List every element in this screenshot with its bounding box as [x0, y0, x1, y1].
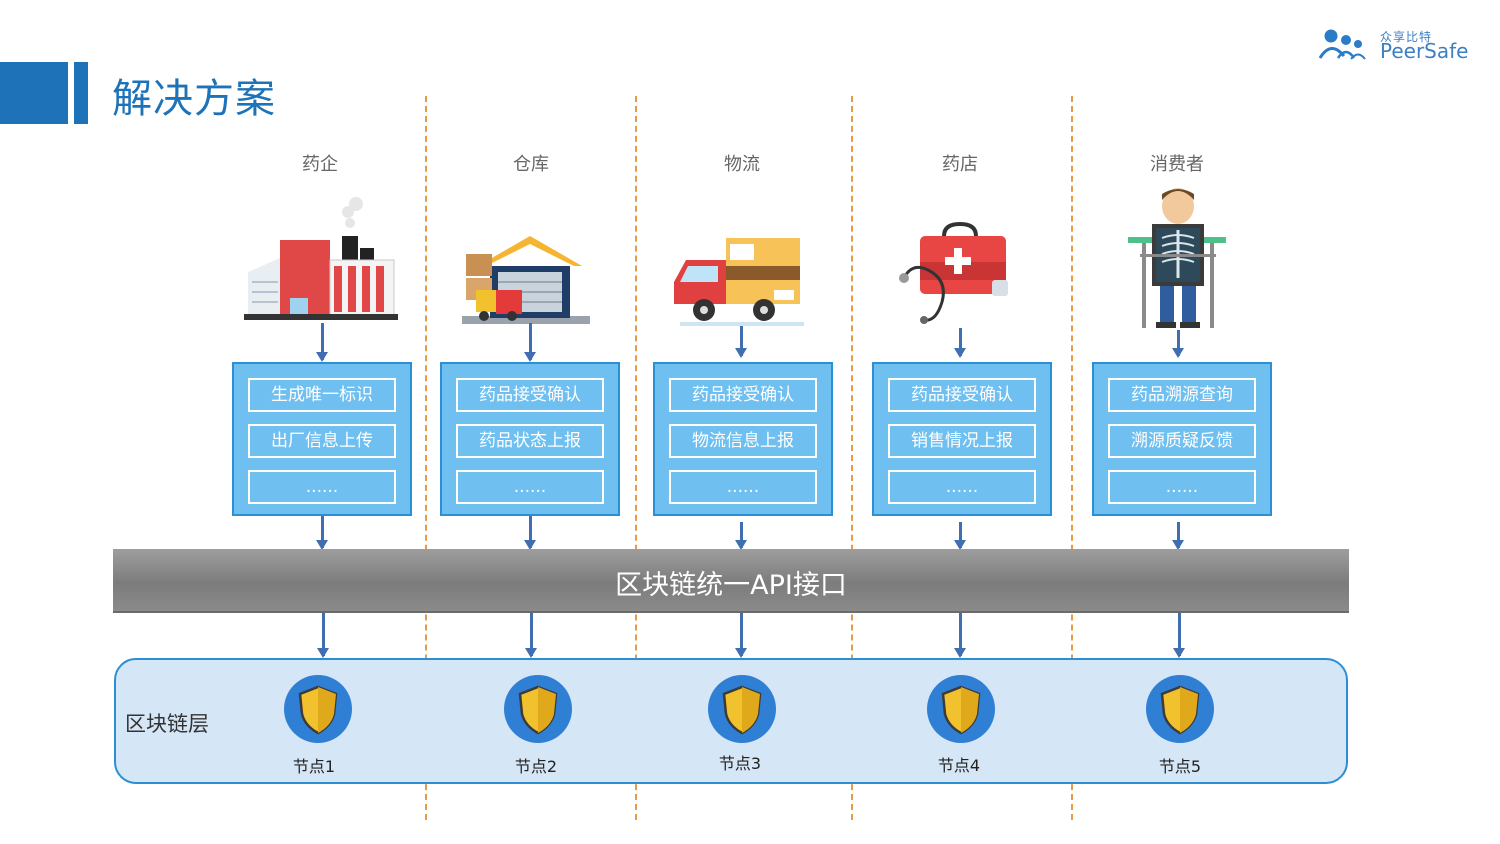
box-item: 物流信息上报	[669, 424, 817, 458]
box-item: 药品接受确认	[669, 378, 817, 412]
flow-arrow	[954, 328, 966, 358]
flow-arrow	[524, 516, 536, 550]
column-divider	[1071, 96, 1073, 820]
blockchain-layer-label: 区块链层	[125, 712, 209, 736]
node-shield-icon	[284, 675, 352, 743]
box-item: 药品接受确认	[888, 378, 1036, 412]
column-label-consumer: 消费者	[1150, 154, 1204, 175]
flow-arrow	[735, 522, 747, 550]
logo-en-text: PeerSafe	[1380, 39, 1469, 63]
box-item: 溯源质疑反馈	[1108, 424, 1256, 458]
warehouse-icon	[462, 236, 590, 324]
column-label-warehouse: 仓库	[513, 154, 549, 175]
process-box-warehouse: 药品接受确认 药品状态上报 ......	[440, 362, 620, 516]
box-item: 药品接受确认	[456, 378, 604, 412]
box-item: ......	[888, 470, 1036, 504]
medical-kit-icon	[899, 222, 1008, 324]
consumer-xray-icon	[1128, 188, 1226, 328]
node-label: 节点3	[718, 754, 762, 773]
box-item: 药品状态上报	[456, 424, 604, 458]
box-item: 药品溯源查询	[1108, 378, 1256, 412]
box-item: 出厂信息上传	[248, 424, 396, 458]
column-divider	[635, 96, 637, 820]
column-label-logistics: 物流	[724, 154, 760, 175]
node-label: 节点1	[292, 757, 336, 776]
node-shield-icon	[1146, 675, 1214, 743]
box-item: ......	[248, 470, 396, 504]
box-item: 生成唯一标识	[248, 378, 396, 412]
flow-arrow	[954, 522, 966, 550]
column-divider	[425, 96, 427, 820]
node-shield-icon	[708, 675, 776, 743]
logo-cn-text: 众享比特	[1380, 30, 1433, 44]
pharma-factory-icon	[244, 197, 398, 320]
api-layer-bar: 区块链统一API接口	[113, 549, 1349, 613]
title-accent-stripe	[74, 62, 88, 124]
flow-arrow	[317, 613, 329, 658]
box-item: 销售情况上报	[888, 424, 1036, 458]
node-label: 节点5	[1158, 757, 1202, 776]
people-logo-icon	[1318, 29, 1366, 60]
process-box-consumer: 药品溯源查询 溯源质疑反馈 ......	[1092, 362, 1272, 516]
column-divider	[851, 96, 853, 820]
api-layer-label: 区块链统一API接口	[615, 570, 847, 601]
flow-arrow	[1173, 613, 1185, 658]
page-title: 解决方案	[112, 76, 276, 122]
process-box-logistics: 药品接受确认 物流信息上报 ......	[653, 362, 833, 516]
flow-arrow	[316, 323, 328, 362]
box-item: ......	[1108, 470, 1256, 504]
company-logo: 众享比特 PeerSafe	[1318, 26, 1468, 66]
delivery-truck-icon	[674, 238, 804, 326]
flow-arrow	[954, 613, 966, 658]
box-item: ......	[669, 470, 817, 504]
flow-arrow	[316, 516, 328, 550]
process-box-pharmacy: 药品接受确认 销售情况上报 ......	[872, 362, 1052, 516]
column-label-pharma: 药企	[302, 154, 338, 175]
flow-arrow	[1172, 522, 1184, 550]
flow-arrow	[735, 613, 747, 658]
node-shield-icon	[927, 675, 995, 743]
flow-arrow	[524, 323, 536, 362]
node-label: 节点4	[937, 756, 981, 775]
node-label: 节点2	[514, 757, 558, 776]
process-box-pharma: 生成唯一标识 出厂信息上传 ......	[232, 362, 412, 516]
flow-arrow	[1172, 330, 1184, 358]
node-shield-icon	[504, 675, 572, 743]
title-accent-block	[0, 62, 68, 124]
flow-arrow	[735, 326, 747, 358]
box-item: ......	[456, 470, 604, 504]
flow-arrow	[525, 613, 537, 658]
column-label-pharmacy: 药店	[942, 154, 978, 175]
